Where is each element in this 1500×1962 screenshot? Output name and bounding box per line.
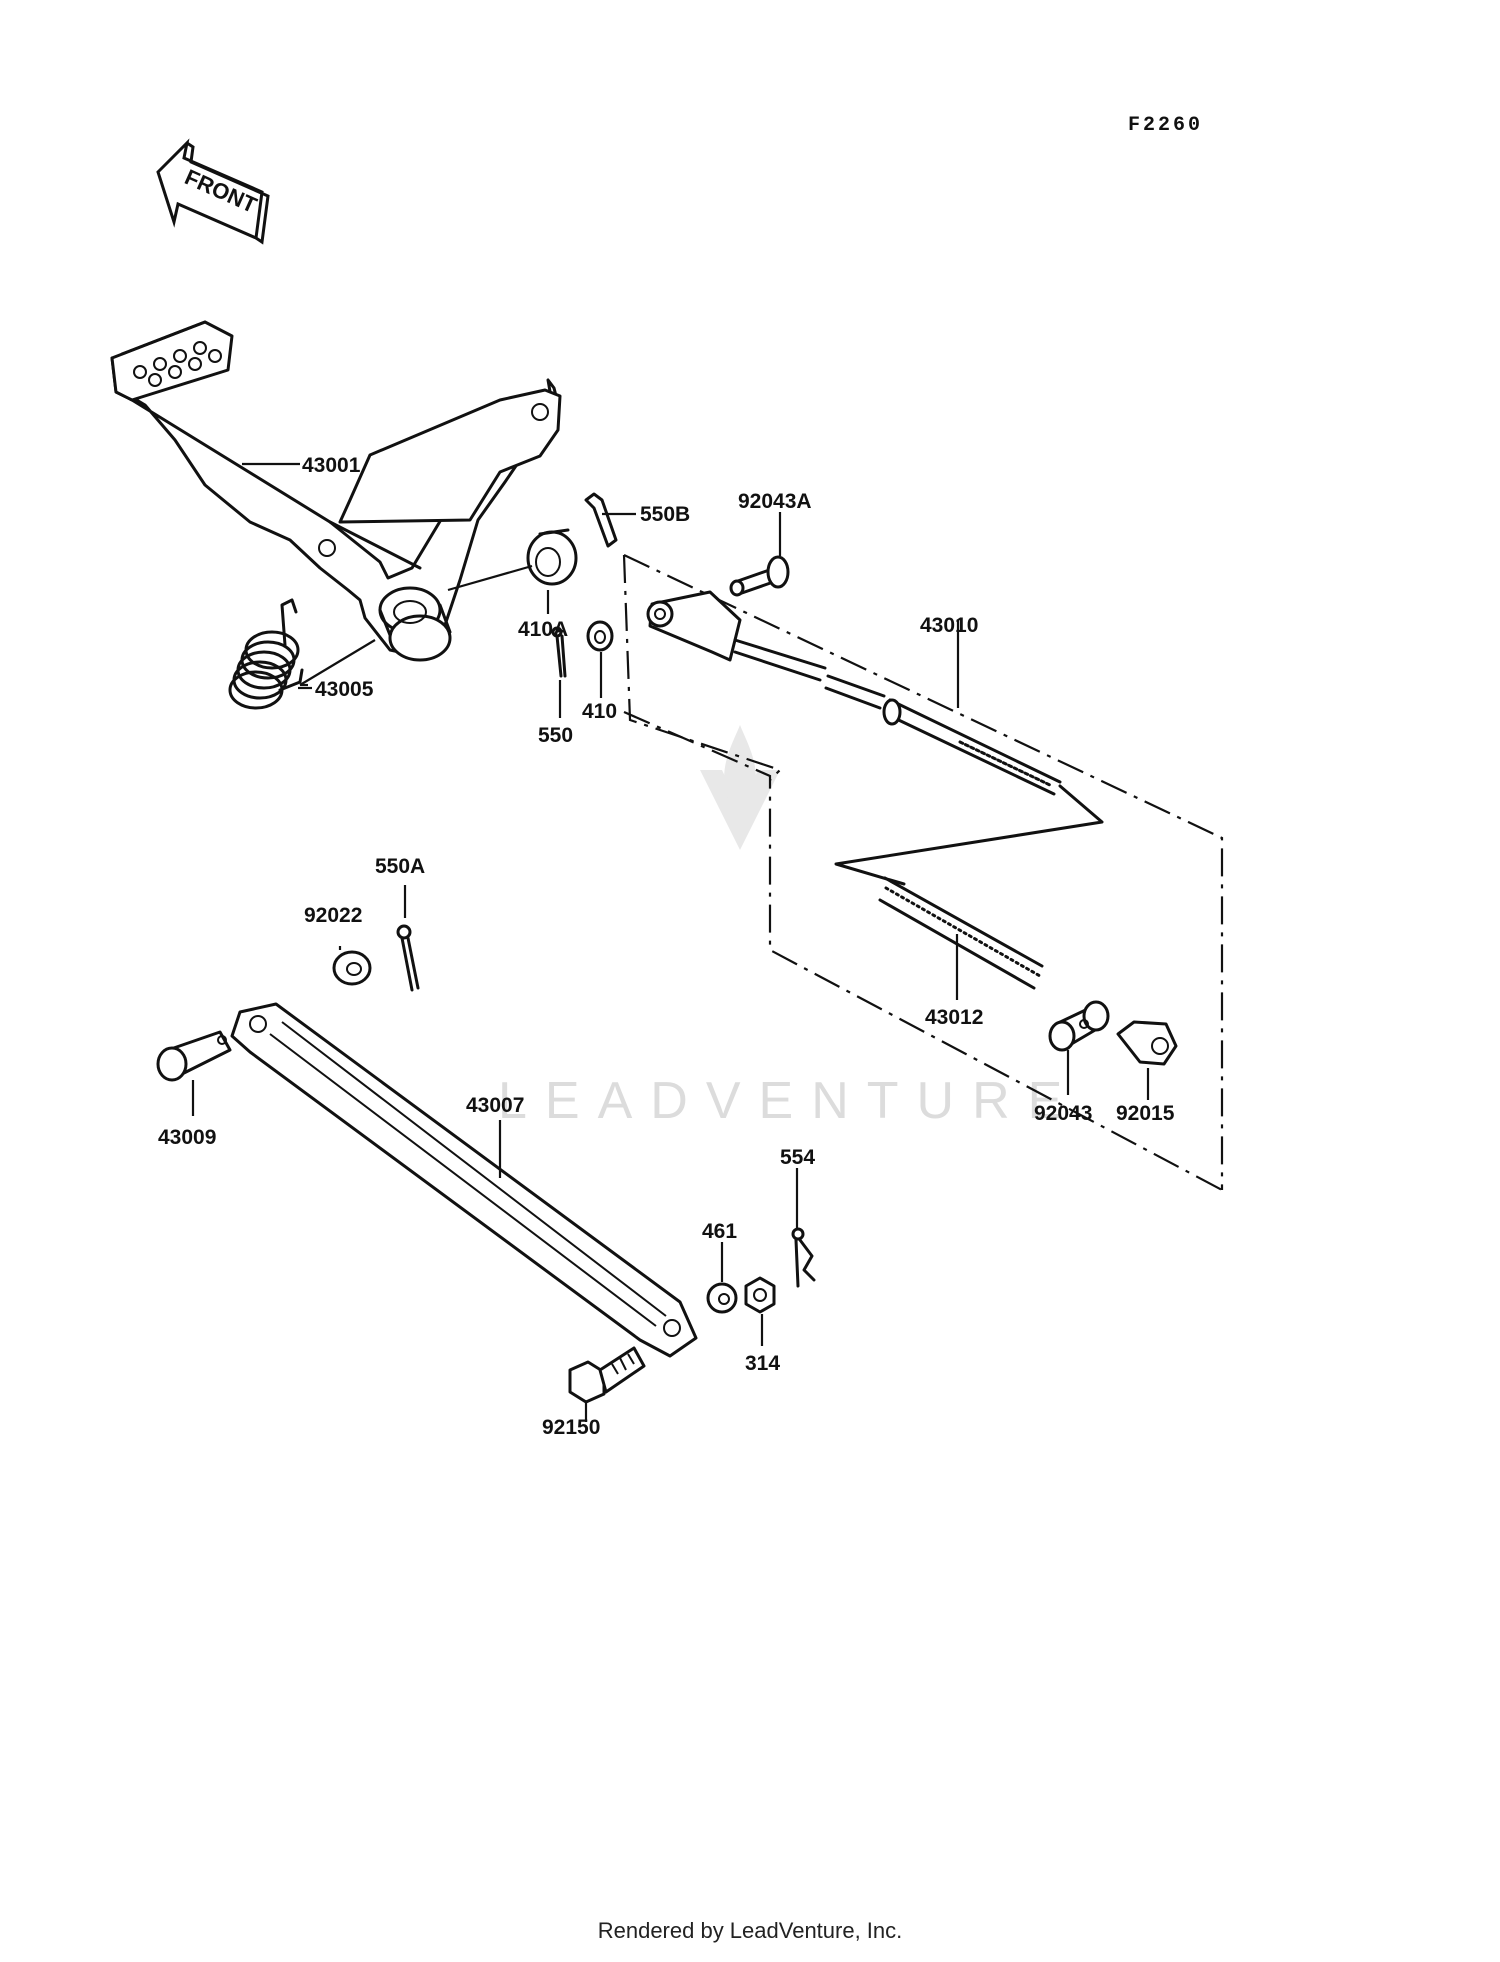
- brake-rod-43010: [646, 590, 1062, 796]
- label-43001: 43001: [302, 454, 361, 477]
- washer-410: [586, 620, 614, 652]
- r-clip-554: [791, 1227, 816, 1288]
- clevis-pin-43009: [156, 1030, 232, 1082]
- spring-43005: [228, 598, 304, 710]
- label-314: 314: [745, 1352, 780, 1375]
- footer-credit: Rendered by LeadVenture, Inc.: [597, 1918, 903, 1943]
- label-92043: 92043: [1034, 1102, 1092, 1125]
- label-550A: 550A: [375, 855, 425, 878]
- washer-461: [706, 1282, 738, 1314]
- cotter-pin-550: [551, 626, 567, 678]
- label-43009: 43009: [158, 1126, 216, 1149]
- front-arrow-icon: FRONT: [156, 138, 270, 245]
- watermark-text: LEADVENTURE: [498, 1072, 1080, 1130]
- cotter-pin-550A: [396, 924, 420, 992]
- label-43007: 43007: [466, 1094, 524, 1117]
- label-92015: 92015: [1116, 1102, 1175, 1125]
- washer-410A: [526, 528, 578, 586]
- label-92043A: 92043A: [738, 490, 812, 513]
- brake-pedal-43001: [110, 320, 562, 662]
- label-410: 410: [582, 700, 617, 723]
- label-43012: 43012: [925, 1006, 983, 1029]
- bolt-92150: [568, 1346, 646, 1404]
- trunnion-92043: [1048, 1000, 1110, 1052]
- link-rod-43007: [230, 1002, 698, 1358]
- watermark: LEADVENTURE: [498, 725, 1080, 1130]
- label-43005: 43005: [315, 678, 374, 701]
- pin-92043A: [729, 555, 790, 597]
- label-43010: 43010: [920, 614, 978, 637]
- label-554: 554: [780, 1146, 815, 1169]
- diagram-code: F2260: [1128, 114, 1203, 137]
- label-461: 461: [702, 1220, 737, 1243]
- adjuster-nut-92015: [1116, 1020, 1178, 1066]
- cotter-pin-550B: [584, 492, 618, 548]
- washer-92022: [332, 950, 372, 986]
- label-92022: 92022: [304, 904, 362, 927]
- label-550: 550: [538, 724, 573, 747]
- label-550B: 550B: [640, 503, 690, 526]
- nut-314: [744, 1276, 776, 1314]
- spring-43012: [878, 876, 1044, 990]
- label-92150: 92150: [542, 1416, 600, 1439]
